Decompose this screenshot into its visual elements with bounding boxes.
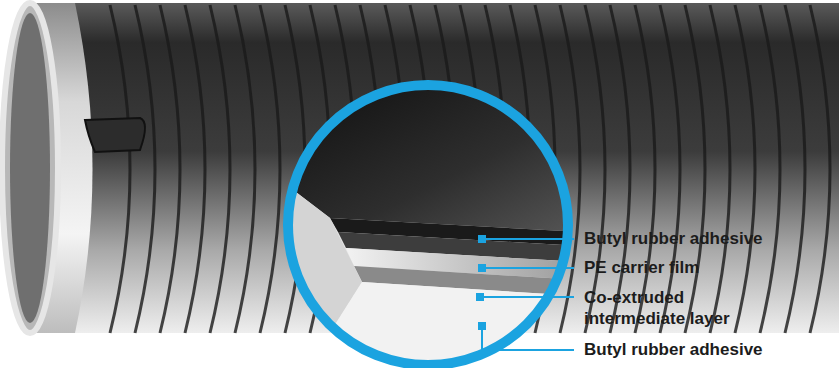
layer-label: Butyl rubber adhesive bbox=[584, 339, 824, 360]
layer-label: Co-extruded intermediate layer bbox=[584, 287, 749, 329]
top-sheet bbox=[280, 80, 580, 232]
leader-lines bbox=[480, 239, 574, 350]
lower-surface bbox=[300, 282, 580, 368]
tape-spiral bbox=[110, 5, 830, 333]
pipe-opening bbox=[2, 3, 58, 333]
magnifier-ring bbox=[288, 85, 568, 365]
tape-flap bbox=[85, 118, 145, 152]
leader-line bbox=[482, 267, 574, 269]
leader-line bbox=[482, 238, 574, 240]
pipe-body bbox=[30, 3, 839, 333]
layer-cross-section bbox=[280, 80, 580, 368]
leader-marker bbox=[478, 264, 486, 272]
leader-marker bbox=[478, 235, 486, 243]
leader-markers bbox=[476, 235, 486, 330]
layer-label: PE carrier film bbox=[584, 257, 824, 278]
magnifier-background bbox=[280, 80, 580, 368]
layer-label: Butyl rubber adhesive bbox=[584, 228, 824, 249]
leader-line bbox=[482, 326, 574, 350]
pipe-inner bbox=[10, 13, 50, 323]
leader-marker bbox=[476, 293, 484, 301]
leader-line bbox=[480, 296, 574, 298]
leader-marker bbox=[478, 322, 486, 330]
